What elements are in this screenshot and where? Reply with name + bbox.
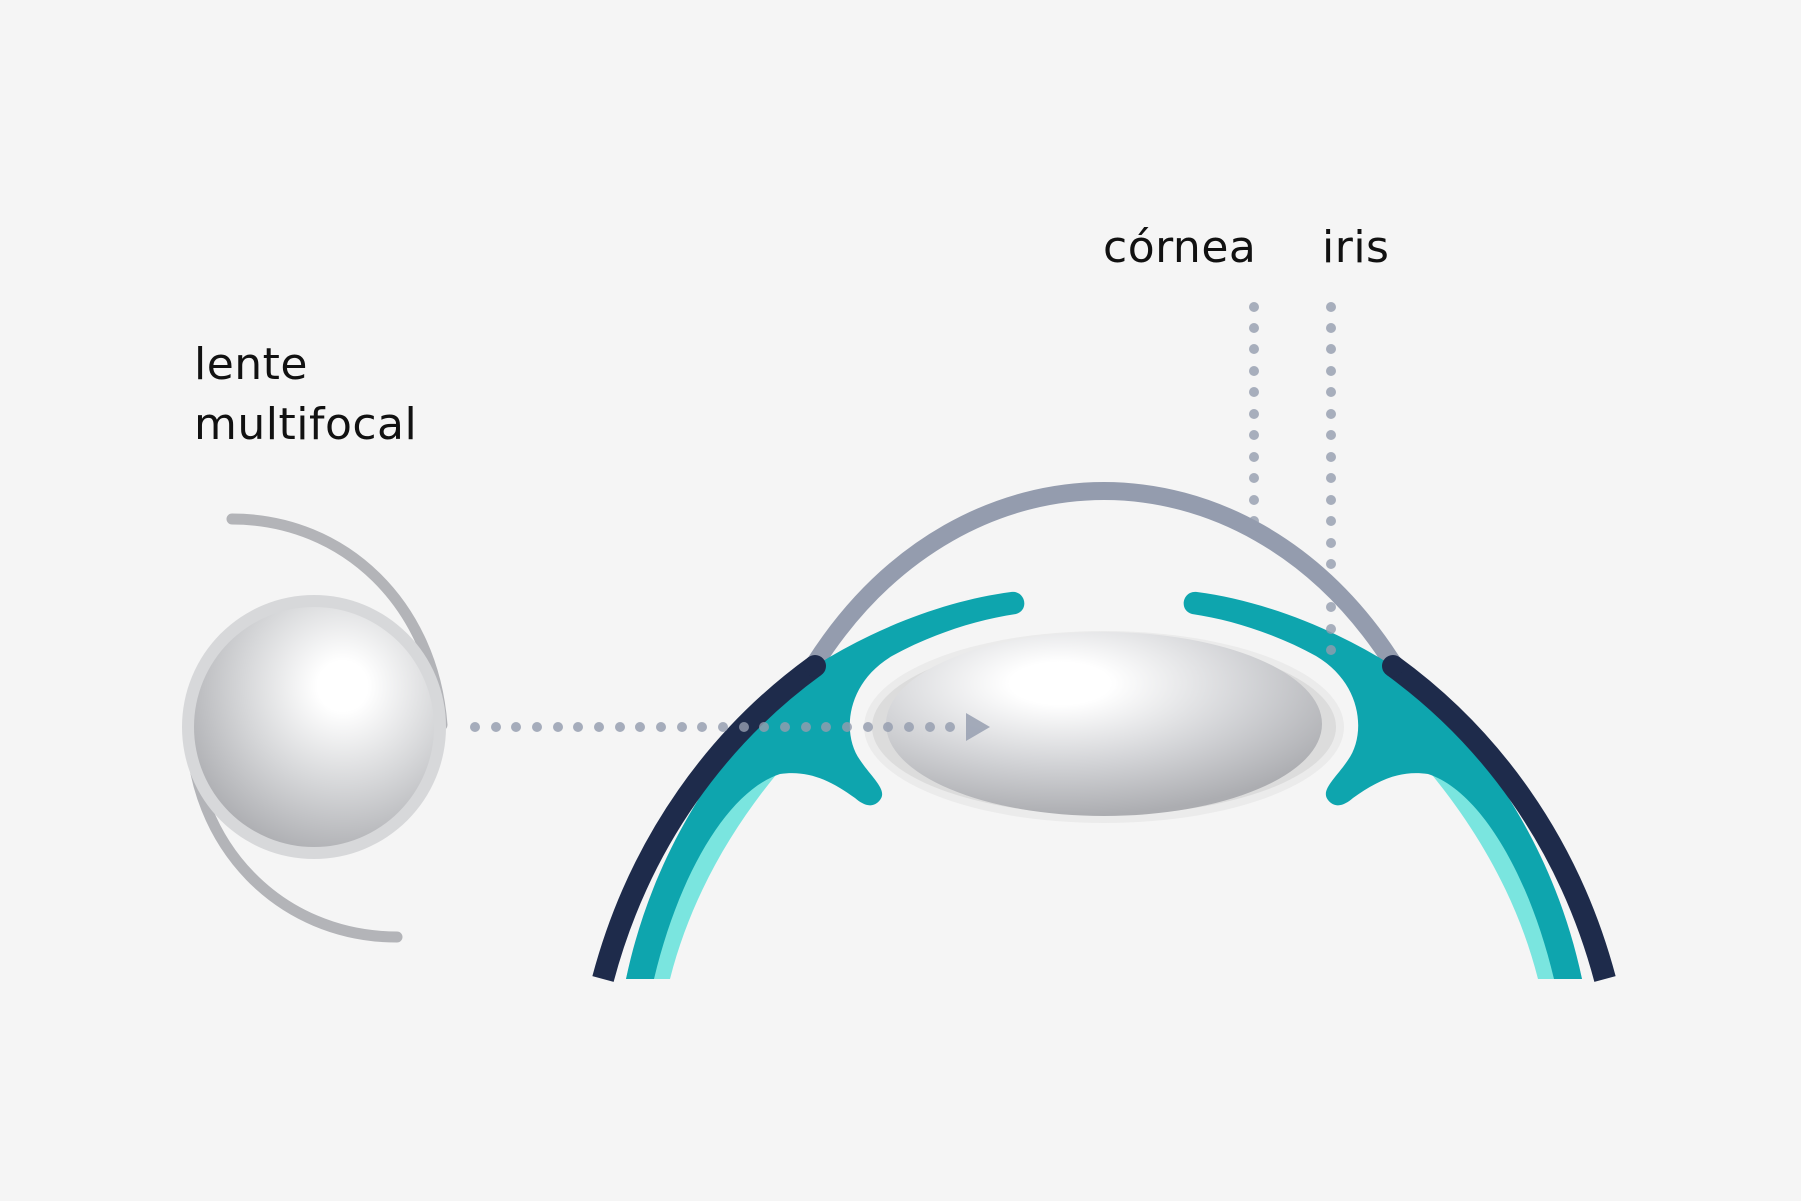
iris-leader-line xyxy=(1326,302,1336,655)
sclera-left xyxy=(592,657,822,982)
lens-label: lente multifocal xyxy=(194,335,417,455)
cornea-leader-line xyxy=(1249,302,1259,526)
cornea-label: córnea xyxy=(1103,222,1257,273)
dotted-arrow-icon xyxy=(470,713,990,741)
sclera-left-cap xyxy=(804,655,826,677)
sclera-right xyxy=(1386,657,1616,982)
lens-body xyxy=(886,632,1322,816)
cornea-arc xyxy=(805,481,1403,674)
lens-optic xyxy=(194,607,434,847)
multifocal-lens-icon xyxy=(182,513,448,943)
iris-label: iris xyxy=(1322,222,1390,273)
lens-label-line-2: multifocal xyxy=(194,399,418,450)
sclera-right-cap xyxy=(1382,655,1404,677)
eye-cross-section xyxy=(592,481,1616,982)
lens-label-line-1: lente xyxy=(194,339,309,390)
arrow-head-icon xyxy=(966,713,990,741)
